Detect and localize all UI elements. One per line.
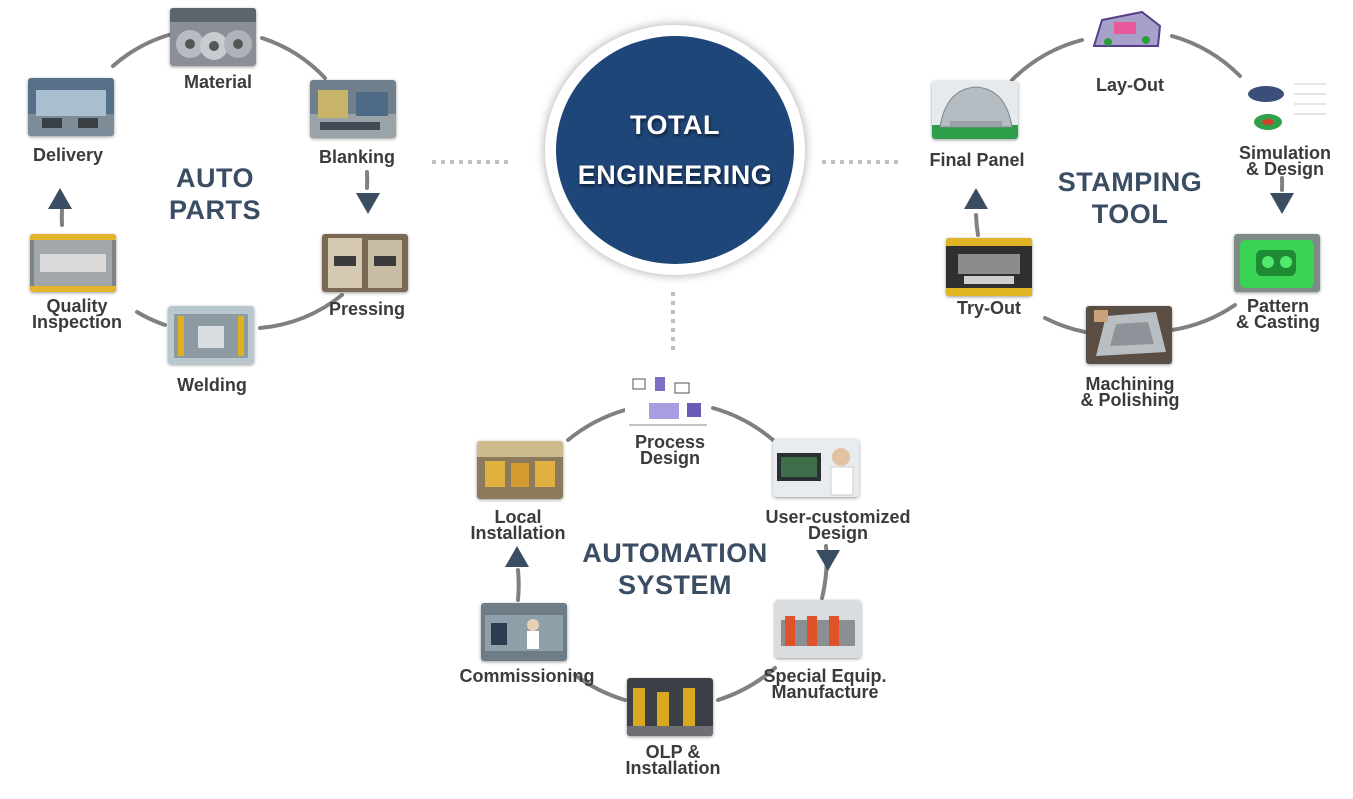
center-hub: TOTAL ENGINEERING: [556, 36, 794, 264]
step-label-pattern-casting: Pattern & Casting: [1235, 296, 1321, 332]
stamping-ring-arc: [1170, 34, 1242, 78]
step-label-process-design: Process Design: [634, 432, 706, 468]
stamping-tool-title: STAMPING TOOL: [1057, 167, 1203, 229]
auto-parts-ring-arc: [258, 293, 344, 330]
flow-arrow-down: [816, 550, 840, 571]
flow-arrow-down: [1270, 193, 1294, 214]
automation-ring-arc: [573, 673, 627, 702]
commissioning-photo: [481, 603, 567, 661]
step-label-final-panel: Final Panel: [929, 150, 1025, 170]
center-title-line1: TOTAL: [630, 110, 720, 140]
flow-arrow-up: [964, 188, 988, 209]
machining-polishing-photo: [1086, 306, 1172, 364]
step-label-welding: Welding: [177, 375, 247, 395]
step-label-quality-inspection: Quality Inspection: [31, 296, 123, 332]
user-customized-design-photo: [773, 439, 859, 497]
flow-arrow-up: [505, 546, 529, 567]
tryout-photo: [946, 238, 1032, 296]
step-label-commissioning: Commissioning: [459, 666, 595, 686]
stamping-ring-arc: [1043, 316, 1087, 334]
quality-inspection-photo: [30, 234, 116, 292]
step-label-simulation-design: Simulation & Design: [1238, 143, 1332, 179]
auto-parts-ring-arc: [260, 36, 327, 80]
automation-ring-arc: [566, 408, 627, 442]
blanking-photo: [310, 80, 396, 138]
auto-parts-ring-arc: [111, 32, 174, 68]
step-label-pressing: Pressing: [328, 299, 406, 319]
material-photo: [170, 8, 256, 66]
stamping-ring-arc: [1010, 38, 1084, 82]
step-label-tryout: Try-Out: [956, 298, 1022, 318]
special-equip-photo: [775, 600, 861, 658]
step-label-special-equip-manufacture: Special Equip. Manufacture: [763, 666, 887, 702]
step-label-material: Material: [183, 72, 253, 92]
automation-system-title: AUTOMATION SYSTEM: [582, 538, 768, 600]
pressing-photo: [322, 234, 408, 292]
step-label-user-customized-design: User-customized Design: [765, 507, 911, 543]
flow-arrow-down: [356, 193, 380, 214]
step-label-layout: Lay-Out: [1095, 75, 1165, 95]
step-label-olp-installation: OLP & Installation: [625, 742, 721, 778]
automation-ring-arc: [516, 568, 521, 602]
simulation-design-image: [1242, 76, 1328, 134]
final-panel-photo: [932, 81, 1018, 139]
auto-parts-ring-arc: [135, 310, 167, 327]
local-installation-photo: [477, 441, 563, 499]
automation-ring-arc: [820, 544, 829, 600]
auto-parts-title: AUTO PARTS: [168, 163, 261, 225]
delivery-photo: [28, 78, 114, 136]
step-label-delivery: Delivery: [32, 145, 104, 165]
process-design-drawing: [625, 373, 711, 431]
step-label-machining-polishing: Machining & Polishing: [1080, 374, 1180, 410]
step-label-blanking: Blanking: [318, 147, 396, 167]
welding-photo: [168, 306, 254, 364]
automation-ring-arc: [711, 406, 775, 442]
flow-arrow-up: [48, 188, 72, 209]
pattern-casting-photo: [1234, 234, 1320, 292]
olp-installation-photo: [627, 678, 713, 736]
layout-drawing: [1084, 2, 1170, 60]
stamping-ring-arc: [1170, 303, 1237, 332]
step-label-local-installation: Local Installation: [470, 507, 566, 543]
center-title-line2: ENGINEERING: [577, 160, 773, 190]
stamping-ring-arc: [974, 213, 980, 237]
automation-ring-arc: [716, 666, 777, 702]
